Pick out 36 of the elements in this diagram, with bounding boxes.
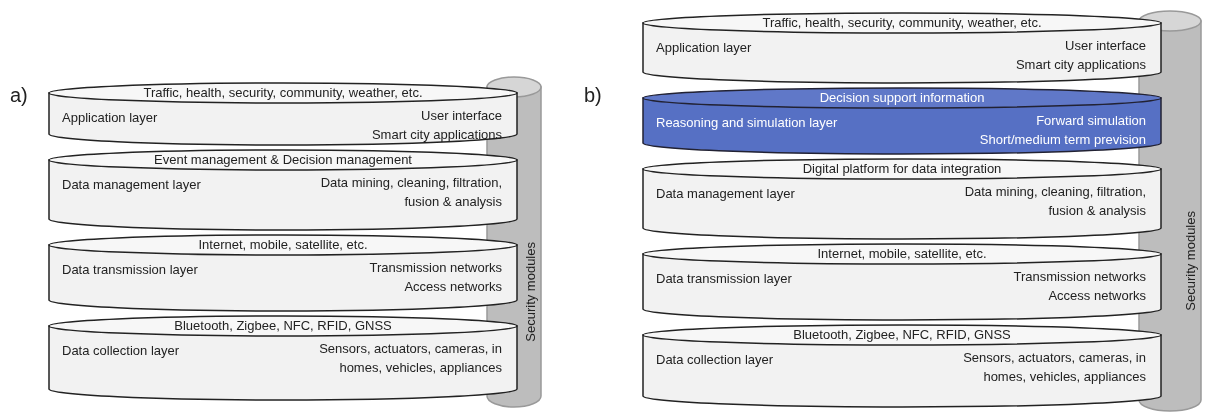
cylinder-label: Security modules	[1183, 211, 1198, 311]
lid-text: Digital platform for data integration	[801, 161, 1003, 176]
layer-name: Application layer	[656, 40, 752, 55]
layer-name: Application layer	[62, 110, 158, 125]
layer-description: Forward simulation	[1035, 112, 1146, 130]
layer-description: Sensors, actuators, cameras, in homes, vehicles, appliances	[318, 340, 502, 377]
layer-description: Sensors, actuators, cameras, in homes, vehicles, appliances	[962, 349, 1146, 386]
panel-label: a)	[10, 84, 28, 107]
layer-name: Data management layer	[62, 177, 201, 192]
layer-name: Data transmission layer	[656, 271, 792, 286]
layer-description: Access networks	[403, 278, 502, 296]
layer-name: Data management layer	[656, 186, 795, 201]
layer-name: Data collection layer	[62, 343, 180, 358]
layer-description: Transmission networks	[369, 259, 502, 277]
layer-name: Data collection layer	[656, 352, 774, 367]
lid-text: Internet, mobile, satellite, etc.	[816, 246, 988, 261]
lid-text: Traffic, health, security, community, weather, etc.	[761, 15, 1043, 30]
layer-description: Smart city applications	[371, 126, 502, 144]
layer-name: Reasoning and simulation layer	[656, 115, 838, 130]
layer-description: User interface	[1064, 37, 1146, 55]
lid-text: Traffic, health, security, community, weather, etc.	[142, 85, 424, 100]
panel-label: b)	[584, 84, 602, 107]
layer-description: Access networks	[1047, 287, 1146, 305]
cylinder-label: Security modules	[523, 242, 538, 342]
layer-description: User interface	[420, 107, 502, 125]
layer-description: Smart city applications	[1015, 56, 1146, 74]
lid-text: Bluetooth, Zigbee, NFC, RFID, GNSS	[173, 318, 393, 333]
lid-text: Event management & Decision management	[153, 152, 413, 167]
lid-text: Decision support information	[818, 90, 986, 105]
layer-description: Data mining, cleaning, filtration, fusion & analysis	[963, 183, 1146, 220]
layer-description: Transmission networks	[1013, 268, 1146, 286]
lid-text: Internet, mobile, satellite, etc.	[197, 237, 369, 252]
layer-description: Short/medium term prevision	[979, 131, 1146, 149]
lid-text: Bluetooth, Zigbee, NFC, RFID, GNSS	[792, 327, 1012, 342]
layer-description: Data mining, cleaning, filtration, fusion & analysis	[319, 174, 502, 211]
layer-name: Data transmission layer	[62, 262, 198, 277]
